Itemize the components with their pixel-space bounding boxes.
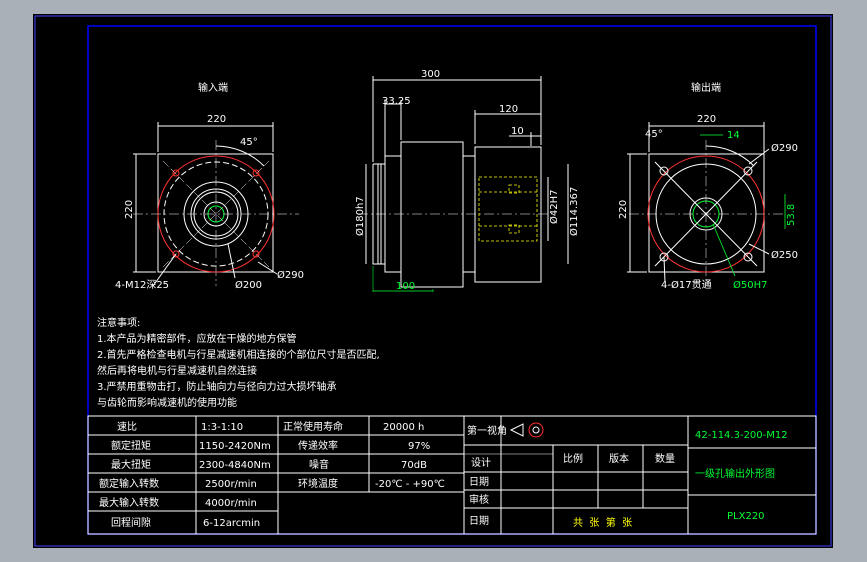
output-d50-dim: Ø50H7 — [733, 279, 767, 291]
input-width-dim: 220 — [207, 114, 226, 125]
design-label: 设计 — [471, 456, 491, 469]
notes-title: 注意事项: — [97, 316, 140, 329]
side-120-dim: 120 — [499, 104, 518, 115]
outer-frame — [34, 15, 832, 547]
spec-table: 速比 1:3-1:10 正常使用寿命 20000 h 额定扭矩 1150-242… — [87, 415, 465, 535]
spec-value-0: 1:3-1:10 — [201, 422, 243, 433]
spec-value2-1: 97% — [408, 441, 430, 452]
scale-label: 比例 — [563, 452, 583, 465]
projection-label: 第一视角 — [467, 424, 507, 437]
drawing-code: 42-114.3-200-M12 — [695, 430, 788, 441]
side-33-dim: 33.25 — [382, 96, 411, 107]
title-block: 第一视角 设计 日期 审核 日期 比例 版本 数量 共 张 第 张 42-114… — [463, 415, 817, 535]
drawing-name: 一级孔输出外形图 — [695, 467, 775, 480]
notes-line-2: 2.首先严格检查电机与行星减速机相连接的个部位尺寸是否匹配, — [97, 348, 380, 361]
spec-label-4: 最大输入转数 — [99, 496, 159, 509]
side-100-dim: 100 — [396, 281, 415, 292]
side-d42-dim: Ø42H7 — [548, 190, 560, 224]
spec-value-4: 4000r/min — [205, 498, 257, 509]
side-d180-dim: Ø180h7 — [354, 196, 366, 236]
spec-label-3: 额定输入转数 — [99, 477, 159, 490]
output-width-dim: 220 — [697, 114, 716, 125]
output-view-title: 输出端 — [691, 81, 721, 94]
output-538-dim: 53.8 — [786, 204, 797, 226]
model-number: PLX220 — [727, 511, 765, 522]
output-angle-dim: 45° — [645, 129, 663, 140]
date-label-1: 日期 — [469, 476, 489, 488]
spec-label-0: 速比 — [117, 421, 137, 433]
notes: 注意事项: 1.本产品为精密部件，应放在干燥的地方保管 2.首先严格检查电机与行… — [97, 316, 380, 409]
drawing-canvas: 输入端 220 220 45° 4-M12深25 — [34, 15, 832, 547]
input-holes-note: 4-M12深25 — [115, 279, 169, 291]
input-d290-dim: Ø290 — [277, 269, 304, 281]
spec-value-1: 1150-2420Nm — [199, 441, 271, 452]
spec-label-5: 回程间隙 — [111, 516, 151, 529]
date-label-2: 日期 — [469, 515, 489, 527]
side-10-dim: 10 — [511, 126, 524, 137]
spec-label2-0: 正常使用寿命 — [283, 420, 343, 433]
output-d250-dim: Ø250 — [771, 249, 798, 261]
drawing-sheet: 输入端 220 220 45° 4-M12深25 — [33, 14, 833, 548]
output-view: 输出端 220 220 45° 14 53.8 Ø290 — [618, 81, 798, 291]
output-d290-dim: Ø290 — [771, 142, 798, 154]
spec-label2-1: 传递效率 — [298, 439, 338, 452]
spec-value2-2: 70dB — [401, 460, 427, 471]
output-holes-note: 4-Ø17贯通 — [661, 279, 712, 291]
notes-line-5: 与齿轮而影响减速机的使用功能 — [97, 396, 237, 409]
input-view: 输入端 220 220 45° 4-M12深25 — [115, 81, 304, 291]
quantity-label: 数量 — [655, 452, 675, 465]
spec-value2-3: -20℃ - +90℃ — [375, 479, 445, 490]
output-14-dim: 14 — [727, 130, 740, 141]
version-label: 版本 — [609, 452, 629, 465]
spec-label-1: 额定扭矩 — [111, 439, 151, 452]
input-height-dim: 220 — [124, 200, 135, 219]
notes-line-3: 然后再将电机与行星减速机自然连接 — [97, 364, 257, 377]
spec-value2-0: 20000 h — [383, 422, 424, 433]
input-angle-dim: 45° — [240, 137, 258, 148]
notes-line-1: 1.本产品为精密部件，应放在干燥的地方保管 — [97, 332, 297, 345]
projection-symbol — [509, 423, 524, 437]
side-d114-dim: Ø114.367 — [568, 187, 580, 236]
spec-label-2: 最大扭矩 — [111, 458, 151, 471]
review-label: 审核 — [469, 493, 489, 506]
output-height-dim: 220 — [618, 200, 629, 219]
side-view: 300 33.25 120 10 100 Ø180h7 Ø42H7 Ø114.3… — [354, 69, 580, 292]
pages-label: 共 张 第 张 — [573, 516, 632, 529]
side-300-dim: 300 — [421, 69, 440, 80]
spec-label2-2: 噪音 — [309, 458, 329, 471]
input-d200-dim: Ø200 — [235, 279, 262, 291]
spec-value-3: 2500r/min — [205, 479, 257, 490]
notes-line-4: 3.严禁用重物击打，防止轴向力与径向力过大损坏轴承 — [97, 380, 337, 393]
input-view-title: 输入端 — [198, 81, 228, 94]
spec-value-2: 2300-4840Nm — [199, 460, 271, 471]
spec-label2-3: 环境温度 — [298, 477, 338, 490]
spec-value-5: 6-12arcmin — [203, 518, 260, 529]
